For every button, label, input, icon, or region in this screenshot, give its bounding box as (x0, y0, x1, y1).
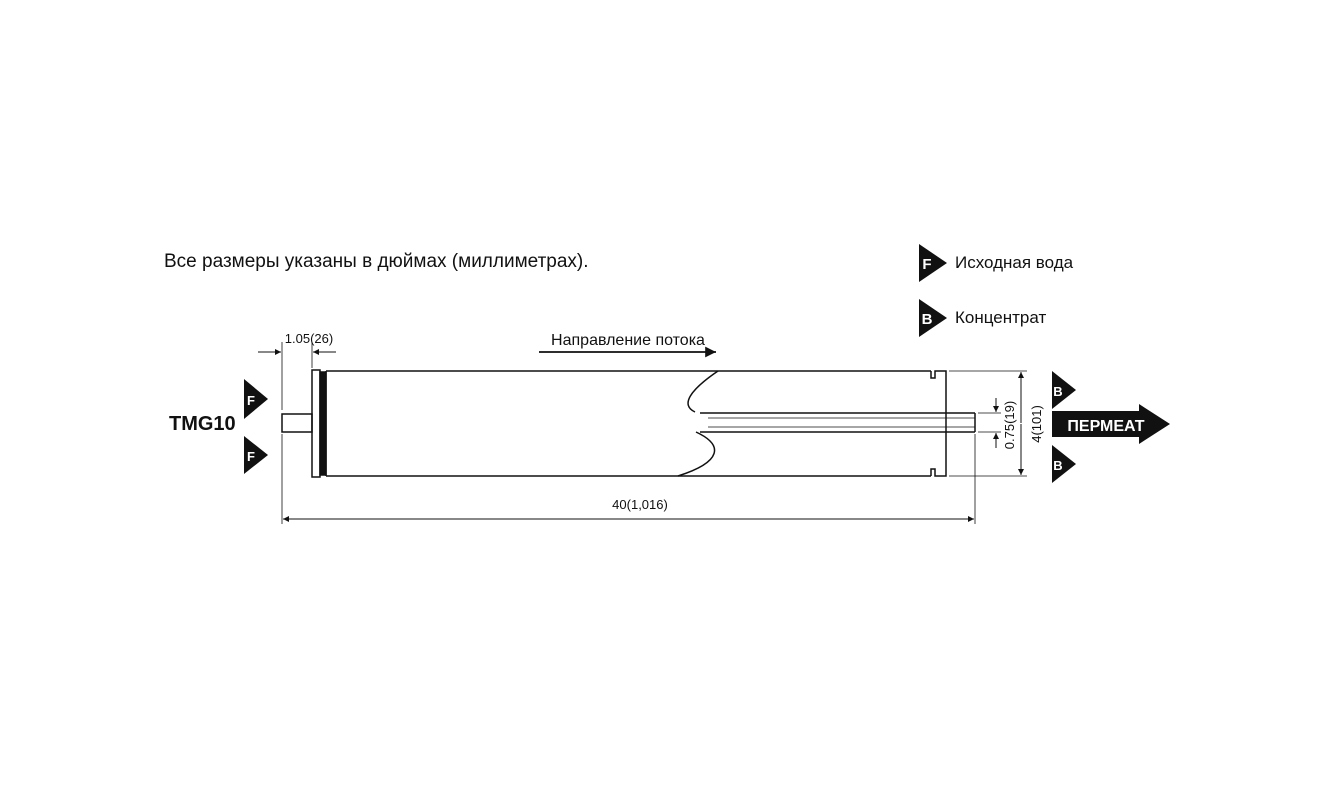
permeate-label: ПЕРМЕАТ (1067, 418, 1144, 435)
dimension-diameter: 4(101) (949, 370, 1044, 477)
concentrate-symbol-icon: B (919, 299, 947, 337)
right-end-cap (930, 370, 947, 477)
legend-feed: F Исходная вода (918, 243, 1073, 283)
permeate-arrow-icon (1052, 404, 1170, 444)
dimension-length: 40(1,016) (281, 434, 976, 524)
svg-text:F: F (247, 393, 255, 408)
legend-concentrate: B Концентрат (918, 298, 1046, 338)
flow-direction-label: Направление потока (551, 332, 705, 349)
dimension-tube: 0.75(19) (978, 398, 1017, 449)
svg-text:B: B (1053, 458, 1062, 473)
dimension-diameter-label: 4(101) (1029, 405, 1044, 443)
svg-text:F: F (247, 449, 255, 464)
dimension-tube-label: 0.75(19) (1002, 401, 1017, 449)
cutaway-edge (677, 370, 719, 477)
left-product-tube (281, 413, 313, 433)
dimension-length-label: 40(1,016) (612, 497, 668, 512)
left-seal-ring (319, 371, 327, 476)
concentrate-arrow-top-icon: B (1052, 371, 1076, 409)
permeate-arrow: ПЕРМЕАТ (1052, 404, 1170, 444)
model-label: TMG10 (169, 413, 236, 435)
left-end-cap (311, 369, 321, 478)
legend-concentrate-label: Концентрат (955, 308, 1047, 327)
concentrate-arrow-bottom-icon: B (1052, 445, 1076, 483)
feed-arrow-bottom-icon: F (244, 436, 268, 474)
legend-feed-label: Исходная вода (955, 253, 1074, 272)
feed-symbol-icon: F (919, 244, 947, 282)
dimension-end-cap-label: 1.05(26) (285, 331, 333, 346)
dimension-note: Все размеры указаны в дюймах (миллиметра… (164, 251, 589, 272)
membrane-element (281, 369, 976, 478)
flow-direction: Направление потока (539, 332, 716, 358)
housing-outline (325, 370, 931, 477)
dimension-end-cap: 1.05(26) (258, 331, 336, 410)
svg-text:B: B (922, 311, 933, 328)
svg-text:B: B (1053, 384, 1062, 399)
svg-text:F: F (922, 256, 931, 273)
feed-arrow-top-icon: F (244, 379, 268, 419)
